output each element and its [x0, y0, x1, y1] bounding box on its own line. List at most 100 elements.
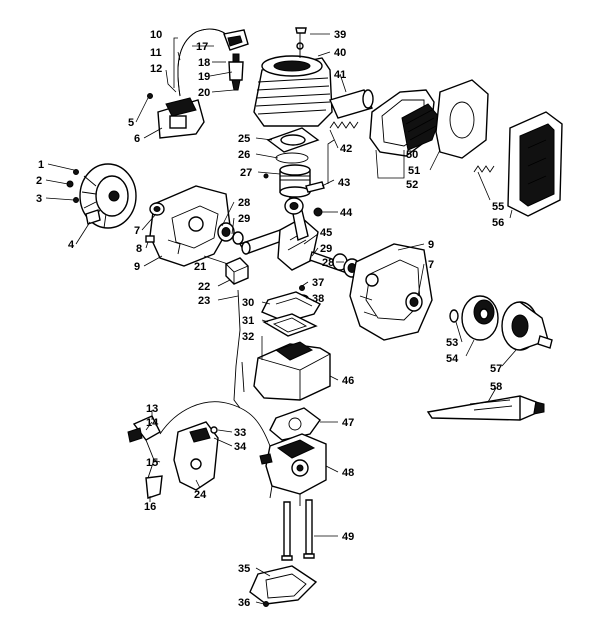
crankcase-left	[149, 185, 231, 267]
label-38: 38	[312, 293, 324, 305]
grease-tube	[426, 395, 545, 421]
label-26: 26	[238, 149, 250, 161]
label-55: 55	[492, 201, 504, 213]
label-9-left: 9	[134, 261, 140, 273]
air-filter-spring	[473, 165, 495, 173]
label-43: 43	[338, 177, 350, 189]
label-13: 13	[146, 403, 158, 415]
label-3: 3	[36, 193, 42, 205]
label-37: 37	[312, 277, 324, 289]
label-7-right: 7	[428, 259, 434, 271]
label-30: 30	[242, 297, 254, 309]
label-58: 58	[490, 381, 502, 393]
carburetor-gasket	[269, 407, 321, 441]
tank-gasket	[262, 313, 318, 337]
throttle-cable	[159, 401, 271, 447]
label-11: 11	[150, 47, 162, 59]
label-6: 6	[134, 133, 140, 145]
dowel-pin	[145, 235, 155, 243]
label-41: 41	[334, 69, 346, 81]
label-42: 42	[340, 143, 352, 155]
label-46: 46	[342, 375, 354, 387]
label-15: 15	[146, 457, 158, 469]
exhaust-spring	[329, 121, 359, 129]
label-44: 44	[340, 207, 353, 219]
muffler-cover	[435, 79, 489, 159]
label-52: 52	[406, 179, 418, 191]
label-49: 49	[342, 531, 354, 543]
label-28-left: 28	[238, 197, 250, 209]
label-22: 22	[198, 281, 210, 293]
label-45: 45	[320, 227, 332, 239]
label-19: 19	[198, 71, 210, 83]
label-28-right: 28	[322, 257, 334, 269]
label-25: 25	[238, 133, 250, 145]
air-filter-cover	[507, 111, 563, 217]
label-12: 12	[150, 63, 162, 75]
crankshaft	[238, 217, 347, 273]
carburetor-screws	[281, 499, 315, 561]
fuel-line	[233, 289, 241, 409]
spark-plug	[228, 53, 244, 91]
label-48: 48	[342, 467, 354, 479]
label-23: 23	[198, 295, 210, 307]
foam-block	[225, 257, 249, 285]
label-47: 47	[342, 417, 354, 429]
exhaust-sleeve	[329, 89, 374, 119]
label-20: 20	[198, 87, 210, 99]
bottom-plate	[249, 565, 318, 607]
label-40: 40	[334, 47, 346, 59]
cylinder	[253, 27, 333, 127]
clutch-drum	[501, 301, 553, 351]
label-39: 39	[334, 29, 346, 41]
label-4: 4	[68, 239, 75, 251]
label-21: 21	[194, 261, 206, 273]
label-16: 16	[144, 501, 156, 513]
label-10: 10	[150, 29, 162, 41]
ignition-module	[147, 93, 205, 139]
label-29-right: 29	[320, 243, 332, 255]
label-56: 56	[492, 217, 504, 229]
label-29-left: 29	[238, 213, 250, 225]
label-33: 33	[234, 427, 246, 439]
part-number-labels: 1 2 3 4 5 6 7 8 9 10 11 12 17 18 19 20 3…	[36, 29, 504, 609]
flywheel	[66, 163, 137, 229]
label-1: 1	[38, 159, 44, 171]
fuel-tank	[241, 341, 331, 401]
piston-rings	[275, 152, 309, 164]
throttle-housing	[173, 421, 219, 491]
label-24: 24	[194, 489, 207, 501]
leader-lines	[45, 33, 517, 605]
spark-plug-wire	[177, 28, 229, 97]
label-18: 18	[198, 57, 210, 69]
label-36: 36	[238, 597, 250, 609]
label-57: 57	[490, 363, 502, 375]
label-7-left: 7	[134, 225, 140, 237]
piston	[279, 164, 311, 198]
label-34: 34	[234, 441, 247, 453]
label-9-right: 9	[428, 239, 434, 251]
bearing-left	[217, 222, 244, 245]
crankcase-seal-left	[149, 202, 165, 216]
label-5: 5	[128, 117, 134, 129]
label-14: 14	[146, 417, 159, 429]
label-31: 31	[242, 315, 254, 327]
label-53: 53	[446, 337, 458, 349]
label-27: 27	[240, 167, 252, 179]
spark-plug-boot	[223, 29, 249, 51]
label-35: 35	[238, 563, 250, 575]
label-51: 51	[408, 165, 420, 177]
crankcase-right	[349, 243, 433, 341]
label-17: 17	[196, 41, 208, 53]
clutch-shoe	[461, 295, 499, 341]
connecting-rod	[284, 196, 323, 241]
label-54: 54	[446, 353, 459, 365]
label-50: 50	[406, 149, 418, 161]
label-32: 32	[242, 331, 254, 343]
tank-cover-plate	[261, 291, 321, 323]
clutch-washer	[449, 309, 459, 323]
carburetor	[259, 433, 327, 506]
label-2: 2	[36, 175, 42, 187]
cylinder-gasket	[266, 127, 320, 153]
